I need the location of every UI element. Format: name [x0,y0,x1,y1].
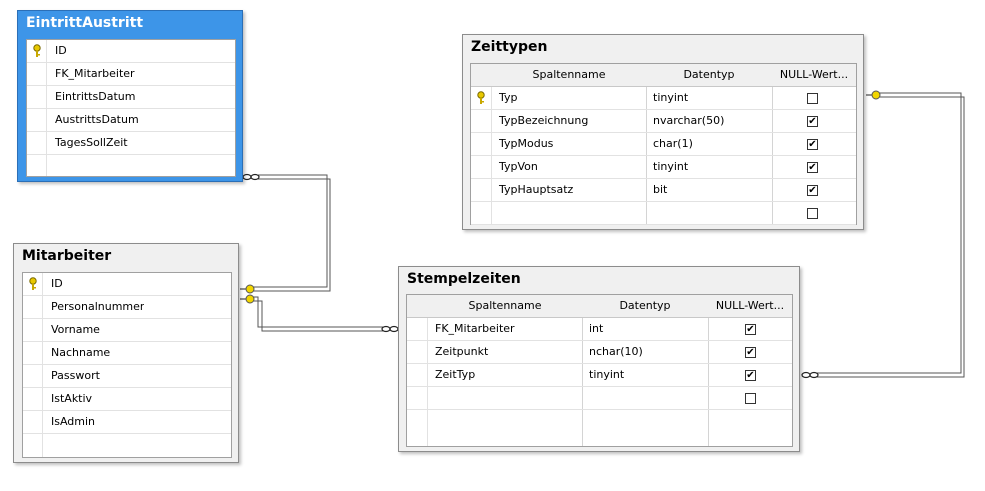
table-zeittypen[interactable]: Zeittypen Spaltenname Datentyp NULL-Wert… [462,34,864,230]
column-type: char(1) [653,137,693,150]
column-row[interactable]: TagesSollZeit [27,132,235,155]
null-checkbox[interactable]: ✔ [745,324,756,335]
column-row[interactable]: Personalnummer [23,296,231,319]
column-row[interactable]: AustrittsDatum [27,109,235,132]
key-icon [33,44,41,57]
column-row[interactable]: Vorname [23,319,231,342]
column-type: tinyint [589,368,625,381]
table-title: Zeittypen [471,39,548,55]
column-row[interactable]: FK_Mitarbeiter [27,63,235,86]
column-name: ID [51,277,63,290]
column-name: Nachname [51,346,111,359]
key-end-icon [240,284,255,294]
infinity-icon [381,325,399,333]
column-name: TypVon [499,160,538,173]
column-type: tinyint [653,160,689,173]
column-name[interactable] [429,387,582,410]
column-type: nchar(10) [589,345,643,358]
table-row[interactable]: Typ tinyint [471,87,856,110]
column-list: ID Personalnummer Vorname Nachname Passw… [22,272,232,458]
column-name: Zeitpunkt [435,345,489,358]
table-row[interactable]: FK_Mitarbeiter int ✔ [407,318,792,341]
column-name: IsAdmin [51,415,96,428]
column-name: Passwort [51,369,100,382]
table-title: EintrittAustritt [26,15,144,31]
table-title: Mitarbeiter [22,248,112,264]
table-title: Stempelzeiten [407,271,521,287]
header-spaltenname[interactable]: Spaltenname [532,68,606,81]
table-row[interactable]: Zeitpunkt nchar(10) ✔ [407,341,792,364]
column-type: int [589,322,604,335]
header-null-wert[interactable]: NULL-Wert... [779,68,849,81]
null-checkbox[interactable] [807,208,818,219]
table-eintritt-austritt[interactable]: EintrittAustritt ID FK_Mitarbeiter Eintr… [17,10,243,182]
infinity-icon [242,173,260,181]
table-row[interactable]: TypBezeichnung nvarchar(50) ✔ [471,110,856,133]
table-row[interactable]: TypVon tinyint ✔ [471,156,856,179]
table-row-empty[interactable] [471,202,856,225]
column-row[interactable]: ID [27,40,235,63]
column-name: Typ [499,91,518,104]
header-datentyp[interactable]: Datentyp [683,68,735,81]
table-row-empty[interactable] [407,387,792,410]
header-spaltenname[interactable]: Spaltenname [468,299,542,312]
column-row[interactable]: Nachname [23,342,231,365]
key-end-icon [866,90,881,100]
grid-header-row: Spaltenname Datentyp NULL-Wert... [471,64,856,87]
table-stempelzeiten[interactable]: Stempelzeiten Spaltenname Datentyp NULL-… [398,266,800,452]
column-name: FK_Mitarbeiter [435,322,515,335]
key-icon [29,277,37,290]
column-name: Vorname [51,323,100,336]
column-row[interactable]: ID [23,273,231,296]
table-row[interactable]: TypHauptsatz bit ✔ [471,179,856,202]
null-checkbox[interactable] [807,93,818,104]
column-list: ID FK_Mitarbeiter EintrittsDatum Austrit… [26,39,236,177]
column-type: nvarchar(50) [653,114,725,127]
column-type: bit [653,183,668,196]
key-end-icon [240,294,255,304]
column-name: FK_Mitarbeiter [55,67,135,80]
null-checkbox[interactable]: ✔ [807,162,818,173]
column-row[interactable]: IstAktiv [23,388,231,411]
column-name: EintrittsDatum [55,90,136,103]
table-row[interactable]: TypModus char(1) ✔ [471,133,856,156]
null-checkbox[interactable]: ✔ [745,370,756,381]
null-checkbox[interactable]: ✔ [807,185,818,196]
column-name: ZeitTyp [435,368,476,381]
null-checkbox[interactable]: ✔ [745,347,756,358]
null-checkbox[interactable]: ✔ [807,116,818,127]
header-datentyp[interactable]: Datentyp [619,299,671,312]
column-name: TypHauptsatz [499,183,574,196]
column-name[interactable] [493,202,646,225]
column-row[interactable]: Passwort [23,365,231,388]
infinity-icon [801,371,819,379]
table-mitarbeiter[interactable]: Mitarbeiter ID Personalnummer Vorname Na… [13,243,239,463]
column-grid: Spaltenname Datentyp NULL-Wert... FK_Mit… [406,294,793,447]
grid-header-row: Spaltenname Datentyp NULL-Wert... [407,295,792,318]
column-type[interactable] [583,387,708,410]
column-name: AustrittsDatum [55,113,139,126]
column-type[interactable] [647,202,772,225]
column-row[interactable]: EintrittsDatum [27,86,235,109]
column-name: IstAktiv [51,392,93,405]
header-null-wert[interactable]: NULL-Wert... [715,299,785,312]
column-grid: Spaltenname Datentyp NULL-Wert... Typ ti… [470,63,857,225]
column-name: TagesSollZeit [55,136,128,149]
key-icon [477,91,485,104]
table-row[interactable]: ZeitTyp tinyint ✔ [407,364,792,387]
column-name: ID [55,44,67,57]
column-name: TypModus [499,137,554,150]
column-name: Personalnummer [51,300,145,313]
column-name: TypBezeichnung [499,114,589,127]
null-checkbox[interactable]: ✔ [807,139,818,150]
column-row[interactable]: IsAdmin [23,411,231,434]
column-type: tinyint [653,91,689,104]
null-checkbox[interactable] [745,393,756,404]
